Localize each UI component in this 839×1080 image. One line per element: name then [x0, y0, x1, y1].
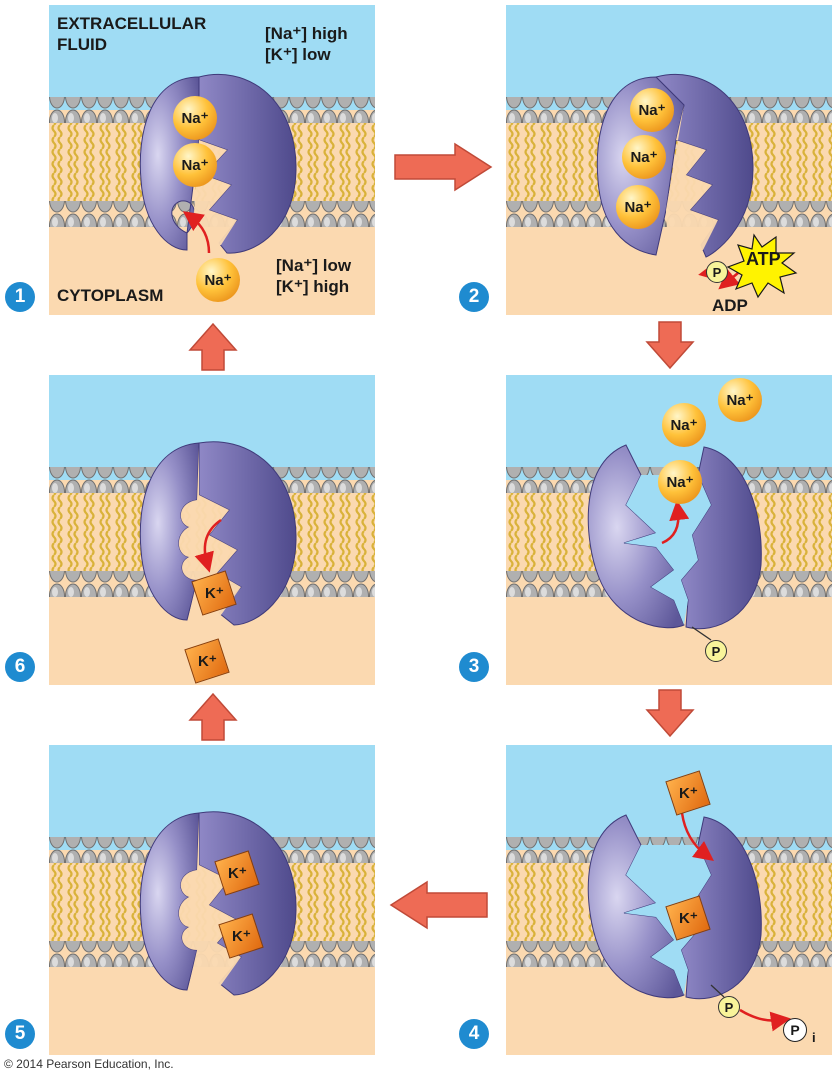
- potassium-ion-label: K⁺: [678, 785, 698, 802]
- phosphate-bond: [691, 626, 712, 641]
- sodium-ion-label: Na⁺: [630, 149, 658, 166]
- flow-arrow-2-to-3: [645, 321, 695, 370]
- sodium-ion-label: Na⁺: [181, 157, 209, 174]
- inside-na-text: [Na⁺] low: [276, 256, 352, 275]
- inorganic-phosphate: P: [783, 1018, 807, 1042]
- outside-na-text: [Na⁺] high: [265, 24, 348, 43]
- potassium-ion-label: K⁺: [227, 865, 247, 882]
- phosphate-label: P: [712, 264, 722, 280]
- flow-arrow-1-to-2: [394, 142, 493, 192]
- potassium-ion-label: K⁺: [197, 653, 217, 670]
- sodium-potassium-pump: [587, 814, 762, 1000]
- sodium-ion: Na⁺: [622, 135, 666, 179]
- copyright-notice: © 2014 Pearson Education, Inc.: [4, 1057, 174, 1071]
- phosphate-release-arrow: [739, 1008, 791, 1032]
- flow-arrow-3-to-4: [645, 689, 695, 738]
- atp-to-adp-arrow: [718, 268, 741, 290]
- sodium-potassium-pump: [587, 444, 762, 630]
- phosphate-group: P: [718, 996, 740, 1018]
- outside-concentration-label: [Na⁺] high [K⁺] low: [265, 23, 348, 65]
- potassium-ion-label: K⁺: [231, 928, 251, 945]
- potassium-release-arrow: [194, 518, 222, 573]
- sodium-ion-label: Na⁺: [726, 392, 754, 409]
- sodium-ion-label: Na⁺: [670, 417, 698, 434]
- sodium-potassium-pump: [139, 811, 297, 996]
- step-badge-5: 5: [5, 1019, 35, 1049]
- membrane-scene-5: [49, 745, 375, 1055]
- step-badge-1: 1: [5, 282, 35, 312]
- membrane-scene-2: [506, 5, 832, 315]
- potassium-ion-label: K⁺: [204, 585, 224, 602]
- sodium-ion-label: Na⁺: [638, 102, 666, 119]
- panel-step-2: ATP ADP: [506, 5, 832, 315]
- step-badge-2: 2: [459, 282, 489, 312]
- phosphate-group: P: [706, 261, 728, 283]
- sodium-ion: Na⁺: [173, 143, 217, 187]
- membrane-scene-4: [506, 745, 832, 1055]
- sodium-ion-label: Na⁺: [666, 474, 694, 491]
- ion-path-arrow: [182, 211, 211, 254]
- atp-label: ATP: [746, 249, 781, 269]
- flow-arrow-5-to-6: [188, 692, 238, 741]
- phosphate-label: P: [711, 643, 721, 659]
- inorganic-phosphate-label: P: [790, 1022, 800, 1038]
- phosphate-subscript: i: [812, 1030, 816, 1045]
- sodium-ion-label: Na⁺: [204, 272, 232, 289]
- sodium-release-arrow: [661, 500, 690, 545]
- phosphate-group: P: [705, 640, 727, 662]
- sodium-ion: Na⁺: [173, 96, 217, 140]
- inside-k-text: [K⁺] high: [276, 277, 350, 296]
- step-badge-4: 4: [459, 1019, 489, 1049]
- sodium-ion: Na⁺: [718, 378, 762, 422]
- membrane-scene-1: [49, 5, 375, 315]
- membrane-scene-6: [49, 375, 375, 685]
- panel-step-5: [49, 745, 375, 1055]
- panel-step-1: EXTRACELLULAR FLUID [Na⁺] high [K⁺] low …: [49, 5, 375, 315]
- adp-label: ADP: [712, 296, 748, 315]
- panel-step-6: [49, 375, 375, 685]
- atp-burst: [726, 233, 798, 299]
- sodium-ion: Na⁺: [658, 460, 702, 504]
- potassium-entry-arrow: [680, 812, 714, 862]
- sodium-ion: Na⁺: [616, 185, 660, 229]
- sodium-ion: Na⁺: [662, 403, 706, 447]
- extracellular-text-line2: FLUID: [57, 35, 108, 54]
- step-badge-3: 3: [459, 652, 489, 682]
- flow-arrow-4-to-5: [389, 880, 488, 930]
- extracellular-label: EXTRACELLULAR FLUID: [57, 13, 206, 55]
- phosphate-label: P: [724, 999, 734, 1015]
- outside-k-text: [K⁺] low: [265, 45, 331, 64]
- phosphate-bond: [710, 984, 725, 998]
- sodium-ion-label: Na⁺: [181, 110, 209, 127]
- sodium-potassium-pump: [596, 73, 754, 258]
- sodium-ion: Na⁺: [630, 88, 674, 132]
- cytoplasm-label: CYTOPLASM: [57, 286, 164, 305]
- step-badge-6: 6: [5, 652, 35, 682]
- sodium-potassium-pump: [139, 73, 297, 254]
- flow-arrow-6-to-1: [188, 322, 238, 371]
- panel-step-4: i: [506, 745, 832, 1055]
- inside-concentration-label: [Na⁺] low [K⁺] high: [276, 255, 351, 297]
- sodium-ion: Na⁺: [196, 258, 240, 302]
- sodium-ion-label: Na⁺: [624, 199, 652, 216]
- potassium-ion-label: K⁺: [678, 910, 698, 927]
- extracellular-text-line1: EXTRACELLULAR: [57, 14, 207, 33]
